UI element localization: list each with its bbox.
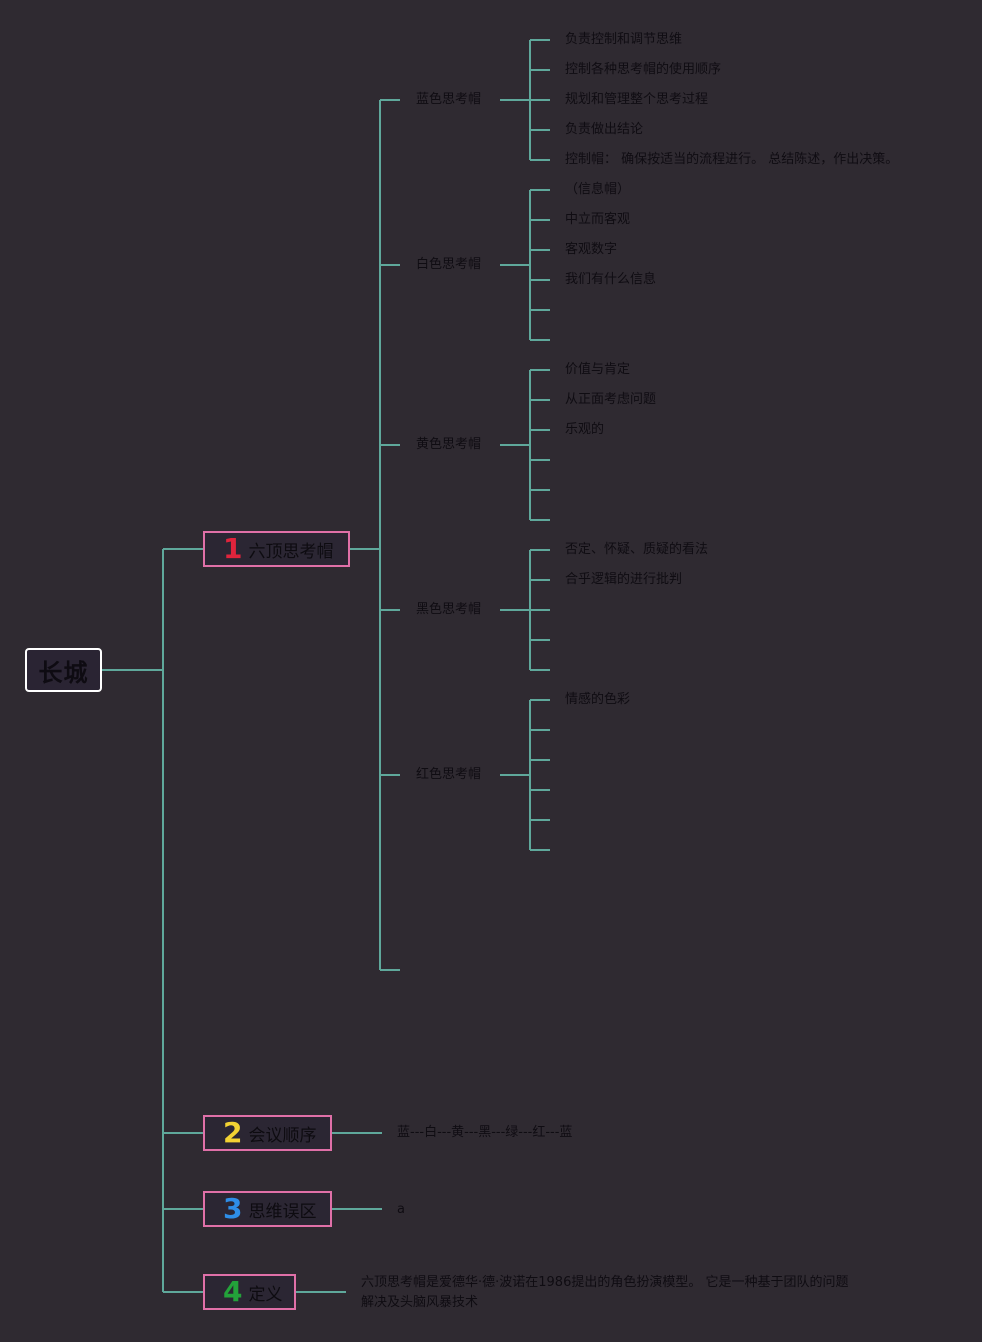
leaf-node[interactable]: 否定、怀疑、质疑的看法 <box>565 542 709 557</box>
branch-thinking-mistakes[interactable]: 3 思维误区 <box>203 1191 332 1227</box>
branch-number: 3 <box>223 1192 243 1225</box>
hat-node-yellow[interactable]: 黄色思考帽 <box>416 437 482 452</box>
leaf-node[interactable]: 合乎逻辑的进行批判 <box>565 572 683 587</box>
leaf-node[interactable]: 客观数字 <box>565 242 618 257</box>
mistake-note[interactable]: a <box>397 1202 405 1217</box>
root-label: 长城 <box>38 658 89 687</box>
leaf-node[interactable]: 控制各种思考帽的使用顺序 <box>565 62 722 77</box>
branch-number: 2 <box>223 1116 243 1149</box>
hat-node-red[interactable]: 红色思考帽 <box>416 767 482 782</box>
branch-label: 会议顺序 <box>248 1125 317 1146</box>
leaf-node[interactable]: 中立而客观 <box>565 212 631 227</box>
leaf-node[interactable]: 乐观的 <box>565 422 605 437</box>
branch-label: 六顶思考帽 <box>248 541 334 562</box>
definition-note[interactable]: 六顶思考帽是爱德华·德·波诺在1986提出的角色扮演模型。 它是一种基于团队的问… <box>361 1275 849 1310</box>
leaf-node[interactable]: 从正面考虑问题 <box>565 392 657 407</box>
branch-six-hats[interactable]: 1 六顶思考帽 <box>203 531 350 567</box>
root-node[interactable]: 长城 <box>25 648 102 692</box>
leaf-node[interactable]: 我们有什么信息 <box>565 272 657 287</box>
branch-label: 思维误区 <box>248 1201 317 1222</box>
leaf-node[interactable]: 规划和管理整个思考过程 <box>565 92 709 107</box>
leaf-node[interactable]: （信息帽） <box>565 182 631 197</box>
hat-node-white[interactable]: 白色思考帽 <box>416 257 482 272</box>
branch-number: 1 <box>223 532 243 565</box>
hat-node-blue[interactable]: 蓝色思考帽 <box>416 92 482 107</box>
branch-definition[interactable]: 4 定义 <box>203 1274 296 1310</box>
meeting-order-note[interactable]: 蓝---白---黄---黑---绿---红---蓝 <box>397 1125 573 1140</box>
leaf-node[interactable]: 负责控制和调节思维 <box>565 32 683 47</box>
hat-node-black[interactable]: 黑色思考帽 <box>416 602 482 617</box>
leaf-node[interactable]: 负责做出结论 <box>565 122 644 137</box>
leaf-node[interactable]: 情感的色彩 <box>565 692 631 707</box>
branch-label: 定义 <box>248 1284 283 1305</box>
branch-meeting-order[interactable]: 2 会议顺序 <box>203 1115 332 1151</box>
leaf-node[interactable]: 控制帽： 确保按适当的流程进行。 总结陈述，作出决策。 <box>565 152 899 167</box>
leaf-node[interactable]: 价值与肯定 <box>565 362 631 377</box>
branch-number: 4 <box>223 1275 243 1308</box>
